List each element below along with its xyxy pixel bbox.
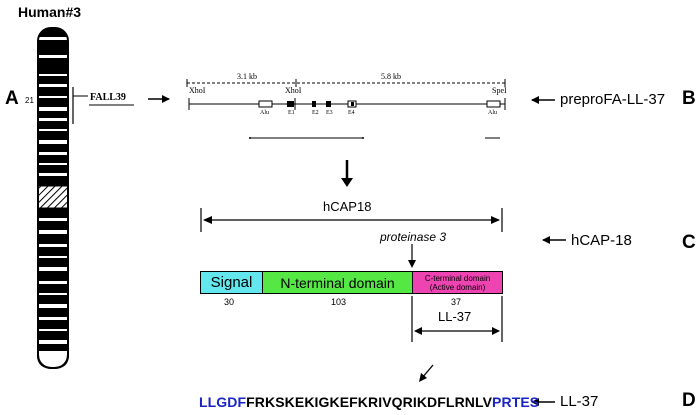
segment-c-terminal: C-terminal domain (Active domain) [412,271,503,294]
segment-c-terminal-label: C-terminal domain [424,273,491,283]
gene-name: FALL39 [90,92,126,103]
sequence-end: PRTES [492,394,540,410]
panel-a-letter: A [5,88,19,109]
peptide-label: LL-37 [438,309,472,324]
gene-map-label: preproFA-LL-37 [560,91,666,108]
site-xhoi-left: XhoI [189,86,206,95]
site-xhoi-mid: XhoI [285,86,302,95]
element-e2: E2 [312,110,319,116]
distance-right: 5.8 kb [379,72,403,81]
band-label: 21 [25,96,34,105]
sequence-middle: FRKSKEKIGKEFKRIVQRIKDFLRNLV [246,394,493,410]
chromosome-ideogram [37,27,69,370]
peptide-sequence: LLGDFFRKSKEKIGKEFKRIVQRIKDFLRNLVPRTES [199,394,539,410]
sequence-start: LLGDF [199,394,247,410]
protein-label: hCAP-18 [571,232,632,249]
sequence-label: LL-37 [560,393,599,410]
segment-signal-label: Signal [210,274,253,291]
panel-c-letter: C [682,232,696,253]
element-alu-right: Alu [488,110,497,116]
element-alu-left: Alu [260,110,269,116]
segment-c-terminal-sublabel: (Active domain) [429,282,486,292]
protein-name: hCAP18 [323,199,372,214]
panel-b-letter: B [682,88,696,109]
arrow-down-head [341,178,353,187]
element-e3: E3 [326,110,333,116]
ll37-span [411,296,503,342]
segment-n-terminal-label: N-terminal domain [280,274,395,291]
chromosome-title: Human#3 [18,4,82,20]
element-e4: E4 [348,110,355,116]
length-n-terminal: 103 [331,297,347,307]
gene-map [186,79,506,139]
hcap18-span [200,208,503,232]
enzyme-label: proteinase 3 [380,230,447,244]
distance-left: 3.1 kb [235,72,259,81]
segment-n-terminal: N-terminal domain [262,271,413,294]
panel-d-letter: D [682,390,696,411]
length-c-terminal: 37 [451,297,462,307]
length-signal: 30 [224,297,235,307]
element-e1: E1 [288,110,295,116]
segment-signal: Signal [200,271,263,294]
site-spei: SpeI [492,86,507,95]
